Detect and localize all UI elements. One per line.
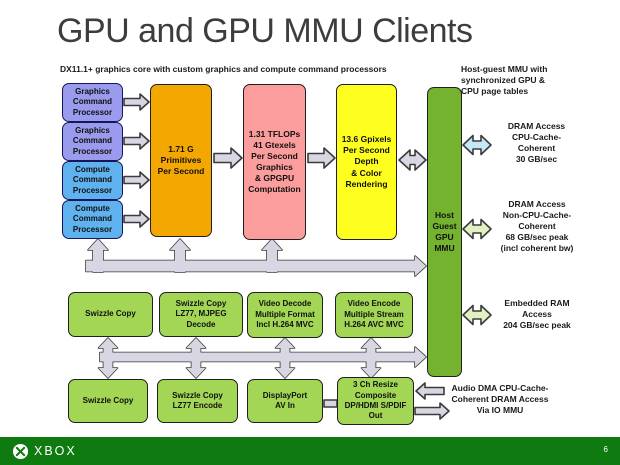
- box-resize-composite-out: 3 Ch Resize Composite DP/HDMI S/PDIF Out: [337, 377, 414, 425]
- bus-upper: [261, 238, 283, 273]
- arrow-shader-to-render: [307, 147, 336, 169]
- bus-lower: [274, 337, 296, 379]
- arrow-audio-in: [415, 382, 445, 400]
- bus-upper: [87, 238, 109, 273]
- footer-bar: XBOX 6: [0, 437, 620, 465]
- box-video-encode: Video Encode Multiple Stream H.264 AVC M…: [335, 292, 413, 338]
- subtitle: DX11.1+ graphics core with custom graphi…: [60, 64, 387, 74]
- arrow-dram-coherent: [462, 134, 492, 156]
- note-dram-noncoherent: DRAM Access Non-CPU-Cache- Coherent 68 G…: [500, 199, 574, 254]
- box-shader-compute: 1.31 TFLOPs 41 Gtexels Per Second Graphi…: [243, 84, 306, 240]
- page-number: 6: [603, 445, 608, 454]
- box-displayport-av-in: DisplayPort AV In: [247, 379, 323, 423]
- box-compute-command-processor-2: Compute Command Processor: [62, 200, 123, 239]
- box-swizzle-copy-encode: Swizzle Copy LZ77 Encode: [157, 379, 238, 423]
- bus-lower: [100, 347, 426, 367]
- footer-brand: XBOX: [34, 444, 77, 458]
- box-primitives: 1.71 G Primitives Per Second: [150, 84, 212, 237]
- bus-lower: [186, 338, 206, 378]
- box-depth-color-rendering: 13.6 Gpixels Per Second Depth & Color Re…: [336, 84, 397, 240]
- box-video-decode: Video Decode Multiple Format Incl H.264 …: [247, 292, 323, 338]
- box-host-guest-gpu-mmu: Host Guest GPU MMU: [427, 87, 462, 377]
- arrow-render-mmu: [398, 149, 427, 171]
- note-audio-dma: Audio DMA CPU-Cache- Coherent DRAM Acces…: [451, 383, 549, 416]
- page-title: GPU and GPU MMU Clients: [57, 12, 473, 50]
- arrow-primitives-to-shader: [213, 147, 243, 169]
- bus-lower: [99, 346, 427, 368]
- note-dram-coherent: DRAM Access CPU-Cache- Coherent 30 GB/se…: [507, 121, 566, 165]
- arrow-gcp1-to-primitives: [123, 93, 150, 111]
- bus-upper: [169, 238, 191, 273]
- bus-upper: [262, 239, 282, 272]
- bus-upper: [170, 239, 190, 272]
- bus-lower: [97, 337, 119, 379]
- bus-lower: [361, 338, 381, 378]
- box-compute-command-processor-1: Compute Command Processor: [62, 161, 123, 200]
- bus-upper: [85, 255, 427, 277]
- arrow-ccp2-to-primitives: [123, 210, 150, 228]
- xbox-brand: XBOX: [12, 443, 77, 460]
- arrow-gcp2-to-primitives: [123, 132, 150, 150]
- arrow-ccp1-to-primitives: [123, 171, 150, 189]
- box-graphics-command-processor-1: Graphics Command Processor: [62, 83, 123, 122]
- box-swizzle-copy-2: Swizzle Copy: [68, 379, 148, 423]
- bus-lower: [98, 338, 118, 378]
- connector-displayport-resize: [323, 399, 338, 408]
- bus-lower: [360, 337, 382, 379]
- box-swizzle-copy-1: Swizzle Copy: [68, 292, 153, 337]
- box-swizzle-copy-decode: Swizzle Copy LZ77, MJPEG Decode: [159, 292, 243, 337]
- bus-upper: [88, 239, 108, 272]
- note-host-guest-mmu: Host-guest MMU with synchronized GPU & C…: [461, 64, 548, 97]
- arrow-audio-out: [414, 402, 450, 420]
- bus-lower: [185, 337, 207, 379]
- note-embedded-ram: Embedded RAM Access 204 GB/sec peak: [503, 298, 571, 331]
- box-graphics-command-processor-2: Graphics Command Processor: [62, 122, 123, 161]
- bus-upper: [86, 256, 426, 276]
- xbox-logo-icon: [12, 443, 29, 459]
- bus-lower: [275, 338, 295, 378]
